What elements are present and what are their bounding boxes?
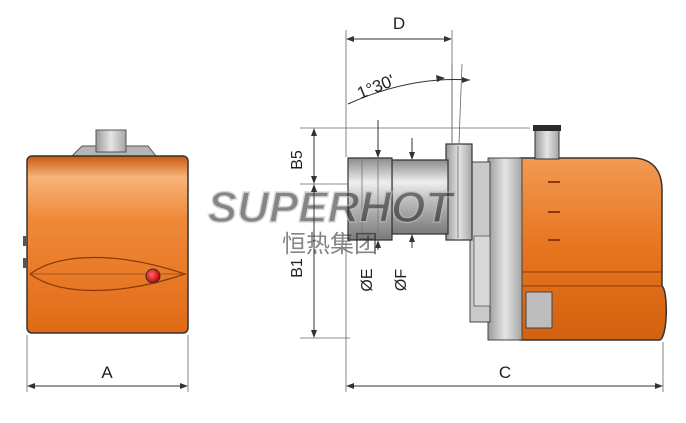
front-view bbox=[23, 129, 189, 334]
side-view bbox=[347, 125, 667, 341]
watermark-chinese: 恒热集团 bbox=[282, 230, 378, 258]
label-d: D bbox=[393, 14, 405, 33]
dimension-c: C bbox=[345, 242, 664, 392]
side-flange bbox=[445, 143, 473, 241]
side-lower-block bbox=[525, 291, 553, 329]
side-mount-plate bbox=[487, 157, 523, 341]
label-angle: 1°30' bbox=[355, 71, 398, 103]
label-f: ØF bbox=[393, 269, 410, 291]
side-top-connector bbox=[534, 126, 560, 160]
front-housing bbox=[26, 155, 189, 334]
watermark-brand: SUPERHOT bbox=[208, 183, 456, 232]
side-top-cap bbox=[533, 125, 561, 131]
label-e: ØE bbox=[359, 268, 376, 291]
front-side-tab bbox=[23, 236, 27, 246]
dimension-a: A bbox=[26, 335, 189, 392]
front-side-tab bbox=[23, 258, 27, 268]
dimension-b: B5 B1 bbox=[289, 127, 530, 339]
front-top-connector bbox=[95, 129, 127, 153]
label-a: A bbox=[101, 363, 113, 382]
dimension-angle: 1°30' bbox=[347, 63, 471, 144]
side-vents bbox=[548, 181, 560, 241]
watermark: SUPERHOT 恒热集团 bbox=[207, 182, 456, 258]
label-b5: B5 bbox=[289, 150, 306, 170]
label-b1: B1 bbox=[289, 258, 306, 278]
dimension-diameters: ØE ØF bbox=[359, 120, 415, 292]
reset-button-icon bbox=[145, 268, 161, 284]
blast-tube-head bbox=[347, 157, 393, 241]
label-c: C bbox=[499, 363, 511, 382]
side-casting-window bbox=[473, 235, 491, 307]
